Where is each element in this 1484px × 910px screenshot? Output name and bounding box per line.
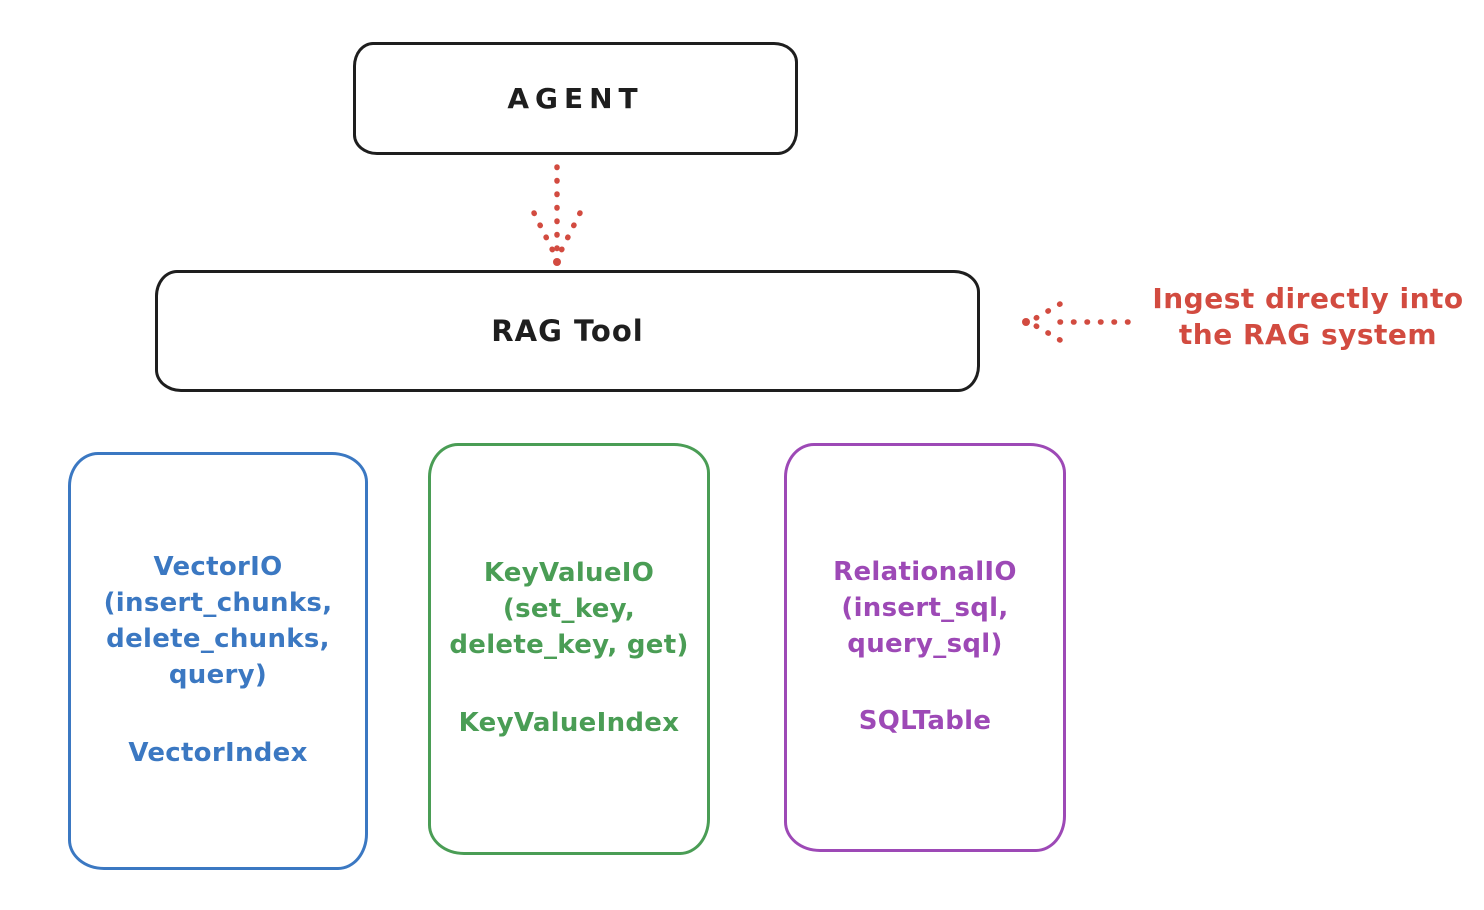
vector-io-arg-line: query)	[168, 659, 268, 690]
relational-io-text: RelationalIO (insert_sql, query_sql) SQL…	[833, 555, 1017, 741]
relational-io-arg-line: (insert_sql,	[841, 592, 1009, 623]
sql-table-label: SQLTable	[858, 706, 992, 737]
annotation-line-2: the RAG system	[1178, 317, 1438, 351]
keyvalue-io-arg-line: delete_key, get)	[449, 630, 689, 660]
keyvalue-index-label: KeyValueIndex	[458, 707, 680, 738]
agent-label: AGENT	[507, 82, 644, 115]
vector-io-arg-line: delete_chunks,	[106, 624, 330, 655]
vector-io-title: VectorIO	[153, 552, 283, 583]
agent-to-rag-dotted-arrow-icon	[531, 164, 583, 266]
relational-io-arg-line: query_sql)	[847, 628, 1003, 659]
rag-tool-label: RAG Tool	[491, 314, 644, 348]
keyvalue-io-arg-line: (set_key,	[502, 594, 636, 625]
ingest-annotation-text: Ingest directly into the RAG system	[1138, 281, 1478, 352]
relational-io-box: RelationalIO (insert_sql, query_sql) SQL…	[784, 443, 1066, 852]
keyvalue-io-text: KeyValueIO (set_key, delete_key, get) Ke…	[449, 556, 688, 742]
vector-index-label: VectorIndex	[128, 737, 308, 768]
keyvalue-io-box: KeyValueIO (set_key, delete_key, get) Ke…	[428, 443, 710, 855]
vector-io-text: VectorIO (insert_chunks, delete_chunks, …	[104, 550, 333, 771]
vector-io-box: VectorIO (insert_chunks, delete_chunks, …	[68, 452, 368, 870]
keyvalue-io-title: KeyValueIO	[483, 558, 655, 589]
agent-box: AGENT	[353, 42, 798, 155]
relational-io-title: RelationalIO	[833, 556, 1017, 587]
ingest-annotation-dotted-arrow-icon	[1022, 301, 1137, 343]
annotation-line-1: Ingest directly into	[1152, 282, 1464, 315]
vector-io-arg-line: (insert_chunks,	[103, 588, 333, 619]
rag-tool-box: RAG Tool	[155, 270, 980, 392]
